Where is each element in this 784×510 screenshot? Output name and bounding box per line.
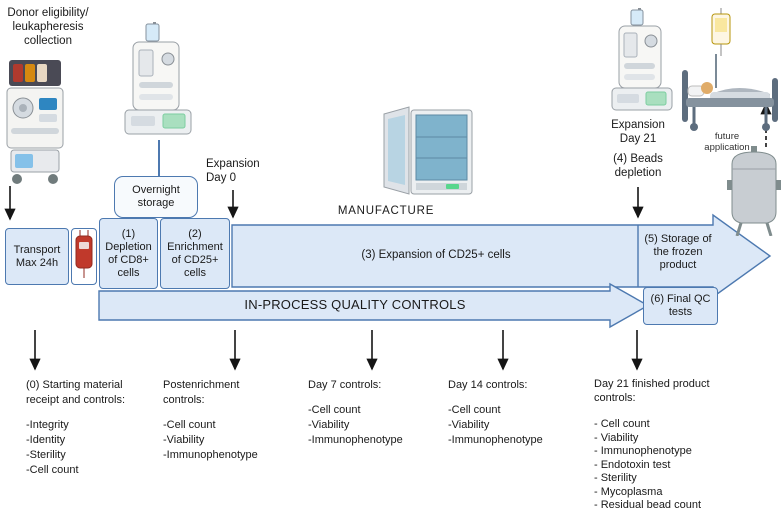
control-item: - Mycoplasma xyxy=(594,485,663,498)
control-items: -Cell count -Viability -Immunophenotype xyxy=(448,403,570,448)
control-block-day7: Day 7 controls: -Cell count -Viability -… xyxy=(308,378,426,448)
control-title: Day 7 controls: xyxy=(308,379,382,391)
expansion-arrow-band xyxy=(231,213,772,299)
control-item: -Cell count xyxy=(308,404,361,416)
control-items: -Cell count -Viability -Immunophenotype xyxy=(308,403,426,448)
control-block-postenrichment: Postenrichment controls: -Cell count -Vi… xyxy=(163,378,273,463)
control-title: Day 14 controls: xyxy=(448,379,528,391)
control-item: -Immunophenotype xyxy=(308,434,403,446)
control-title: (0) Starting material receipt and contro… xyxy=(26,379,126,406)
control-item: -Cell count xyxy=(448,404,501,416)
blood-bag-box xyxy=(71,228,97,285)
apheresis-machine-illustration xyxy=(4,60,66,191)
control-item: -Sterility xyxy=(26,449,66,461)
control-items: - Cell count - Viability - Immunophenoty… xyxy=(594,418,736,510)
control-title: Day 21 finished product controls: xyxy=(594,378,710,404)
control-item: -Cell count xyxy=(26,464,79,476)
control-title: Postenrichment controls: xyxy=(163,379,240,406)
control-item: - Residual bead count xyxy=(594,499,702,510)
control-item: - Immunophenotype xyxy=(594,445,692,457)
expansion-day0-label: Expansion Day 0 xyxy=(206,158,260,184)
donor-eligibility-label: Donor eligibility/ leukapheresis collect… xyxy=(7,7,89,47)
control-item: -Immunophenotype xyxy=(163,449,258,461)
step5-storage-label: (5) Storage of the frozen product xyxy=(644,233,712,271)
control-item: -Integrity xyxy=(26,419,69,431)
step3-expansion-label: (3) Expansion of CD25+ cells xyxy=(361,249,511,261)
incubator-illustration xyxy=(382,106,476,205)
control-item: -Viability xyxy=(308,419,350,431)
step6-final-qc-box: (6) Final QC tests xyxy=(643,287,718,325)
transport-box: Transport Max 24h xyxy=(5,228,69,285)
blood-bag-icon xyxy=(74,229,94,284)
manufacture-label: MANUFACTURE xyxy=(337,205,435,217)
control-item: -Cell count xyxy=(163,419,216,431)
future-application-label: future application xyxy=(704,131,750,153)
control-item: - Endotoxin test xyxy=(594,458,671,471)
overnight-storage-box: Overnight storage xyxy=(114,176,198,218)
in-process-qc-label: IN-PROCESS QUALITY CONTROLS xyxy=(244,297,466,312)
step1-depletion-box: (1) Depletion of CD8+ cells xyxy=(99,218,158,289)
expansion-day21-label: Expansion Day 21 xyxy=(611,119,665,145)
control-items: -Cell count -Viability -Immunophenotype xyxy=(163,418,273,463)
control-item: - Cell count xyxy=(594,418,650,430)
beads-depletion-label: (4) Beads depletion xyxy=(613,153,663,179)
hospital-bed-illustration xyxy=(676,52,784,137)
control-item: - Viability xyxy=(594,431,639,444)
cell-separation-device-illustration xyxy=(122,22,194,145)
control-item: -Viability xyxy=(448,419,490,431)
control-item: -Identity xyxy=(26,434,66,446)
storage-tank-illustration xyxy=(726,146,782,241)
control-item: -Immunophenotype xyxy=(448,434,543,446)
control-item: - Sterility xyxy=(594,472,637,484)
control-items: -Integrity -Identity -Sterility -Cell co… xyxy=(26,418,130,478)
step2-enrichment-box: (2) Enrichment of CD25+ cells xyxy=(160,218,230,289)
iv-bag-illustration xyxy=(706,8,736,61)
day21-device-illustration xyxy=(610,8,674,121)
qc-arrow-band xyxy=(98,282,650,329)
control-block-day14: Day 14 controls: -Cell count -Viability … xyxy=(448,378,570,448)
control-block-day21: Day 21 finished product controls: - Cell… xyxy=(594,378,736,510)
control-item: -Viability xyxy=(163,434,205,446)
control-block-starting-material: (0) Starting material receipt and contro… xyxy=(26,378,130,478)
